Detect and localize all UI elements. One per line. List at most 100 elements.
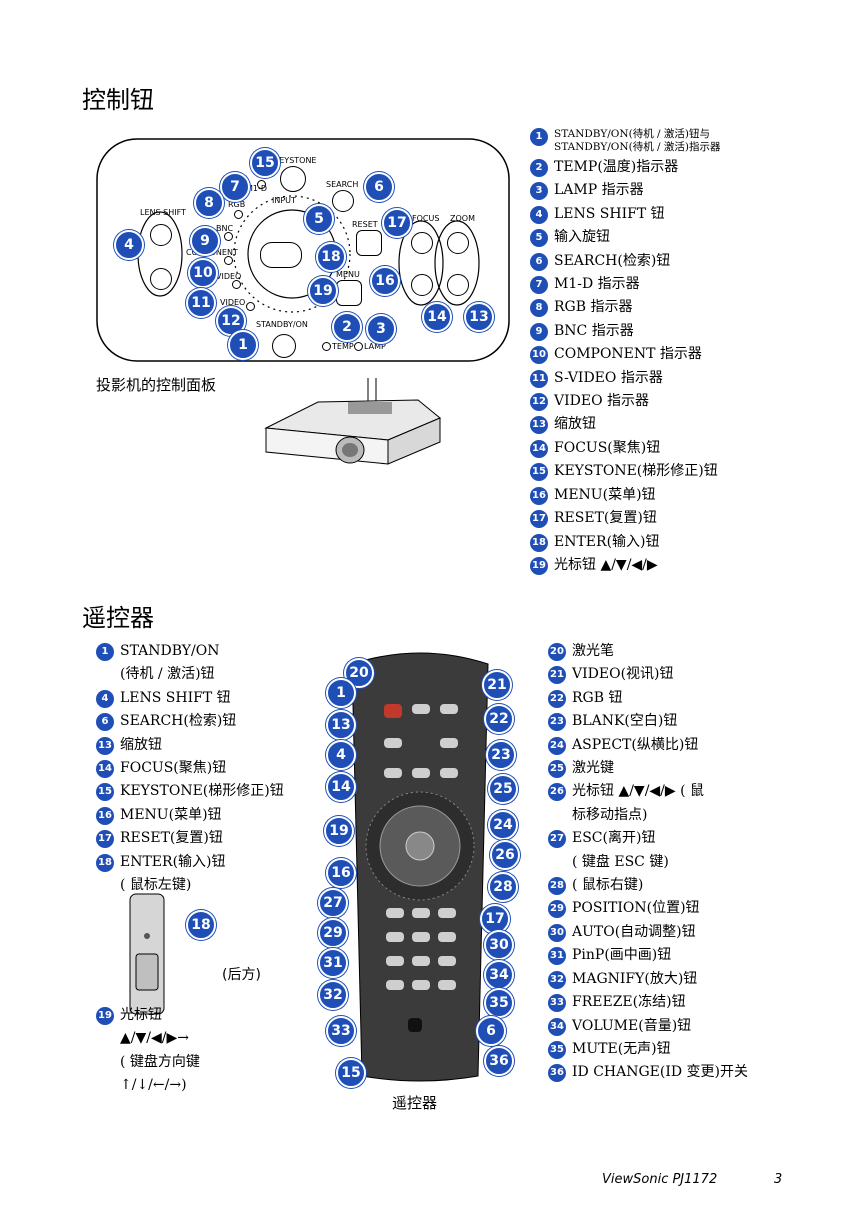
callout-r19: 19 xyxy=(324,816,354,846)
callout-r33: 33 xyxy=(326,1016,356,1046)
legend1-num: 10 xyxy=(530,346,548,365)
reset-button[interactable] xyxy=(356,230,382,256)
legend2-text: SEARCH(检索)钮 xyxy=(120,713,237,730)
label-lens-shift: LENS SHIFT xyxy=(140,208,186,217)
legend2-num: 18 xyxy=(96,853,114,872)
legend1-text: TEMP(温度)指示器 xyxy=(554,159,679,175)
footer-page-number: 3 xyxy=(774,1172,783,1187)
focus-plus-button[interactable] xyxy=(411,232,433,254)
callout-11: 11 xyxy=(186,288,216,318)
remote-lens-shift-button[interactable] xyxy=(384,738,402,748)
legend3-num: 23 xyxy=(548,713,566,732)
callout-r15: 15 xyxy=(336,1058,366,1088)
standby-button[interactable] xyxy=(272,334,296,358)
legend3-num: 28 xyxy=(548,877,566,896)
legend1-text: 输入旋钮 xyxy=(554,229,610,246)
legend3-num: 21 xyxy=(548,666,566,685)
remote-magnify-button[interactable] xyxy=(386,980,404,990)
legend1-item-1: 1 STANDBY/ON(待机 / 激活)钮与 STANDBY/ON(待机 / … xyxy=(530,128,830,156)
remote-right-click-button[interactable] xyxy=(438,908,456,918)
remote-standby-button[interactable] xyxy=(384,704,402,718)
legend2-text-2: (待机 / 激活)钮 xyxy=(120,666,215,683)
remote-blank-button[interactable] xyxy=(440,768,458,778)
legend3-text: 光标钮 ▲/▼/◀/▶ ( 鼠 xyxy=(572,783,705,800)
callout-5: 5 xyxy=(304,204,334,234)
focus-minus-button[interactable] xyxy=(411,274,433,296)
video-indicator xyxy=(246,302,255,311)
lamp-indicator xyxy=(354,342,363,351)
lens-shift-up-button[interactable] xyxy=(150,224,172,246)
remote-esc-button[interactable] xyxy=(386,908,404,918)
label-input: INPUT xyxy=(272,196,296,205)
legend3-text: MAGNIFY(放大)钮 xyxy=(572,970,698,987)
callout-19: 19 xyxy=(308,276,338,306)
legend2-text-2: ( 鼠标左键) xyxy=(120,877,192,894)
remote-focus-button[interactable] xyxy=(384,768,402,778)
legend3-num: 29 xyxy=(548,900,566,919)
legend2-text: 缩放钮 xyxy=(120,736,162,753)
callout-13: 13 xyxy=(464,302,494,332)
legend3-num: 25 xyxy=(548,760,566,779)
remote-video-button[interactable] xyxy=(412,704,430,714)
lens-shift-down-button[interactable] xyxy=(150,268,172,290)
zoom-plus-button[interactable] xyxy=(447,232,469,254)
callout-10: 10 xyxy=(188,258,218,288)
legend-cursor: 19 光标钮 ▲/▼/◀/▶→ ( 键盘方向键 ↑/↓/←/→) xyxy=(96,1004,296,1098)
remote-menu-button[interactable] xyxy=(412,908,430,918)
remote-aspect-button[interactable] xyxy=(412,768,430,778)
legend1-num: 4 xyxy=(530,205,548,224)
legend1-text: COMPONENT 指示器 xyxy=(554,346,702,363)
zoom-minus-button[interactable] xyxy=(447,274,469,296)
legend2-item-13: 13 缩放钮 xyxy=(96,734,316,757)
legend2-item-18: 18 ENTER(输入)钮 ( 鼠标左键) xyxy=(96,851,316,898)
search-button[interactable] xyxy=(332,190,354,212)
projector-illustration xyxy=(264,378,441,465)
legend2-text: MENU(菜单)钮 xyxy=(120,806,222,823)
legend3-num: 31 xyxy=(548,947,566,966)
legend3-item-27: 27 ESC(离开)钮 ( 键盘 ESC 键) xyxy=(548,827,798,874)
remote-pinp-button[interactable] xyxy=(386,956,404,966)
callout-6: 6 xyxy=(364,172,394,202)
callout-r26: 26 xyxy=(490,840,520,870)
remote-keystone-button[interactable] xyxy=(412,956,430,966)
label-m1d: M1-D xyxy=(246,184,268,193)
remote-id-change-switch[interactable] xyxy=(408,1018,422,1032)
label-zoom: ZOOM xyxy=(450,214,475,223)
legend1-text: RESET(复置)钮 xyxy=(554,510,657,527)
remote-reset-button[interactable] xyxy=(412,932,430,942)
legend2-text: STANDBY/ON xyxy=(120,643,220,659)
legend3-num: 24 xyxy=(548,736,566,755)
remote-freeze-button[interactable] xyxy=(412,980,430,990)
remote-zoom-button[interactable] xyxy=(440,738,458,748)
menu-button[interactable] xyxy=(336,280,362,306)
enter-button[interactable] xyxy=(260,242,302,268)
remote-position-button[interactable] xyxy=(386,932,404,942)
legend3-num: 32 xyxy=(548,970,566,989)
keystone-button[interactable] xyxy=(280,166,306,192)
legend2-num: 13 xyxy=(96,736,114,755)
remote-mute-button[interactable] xyxy=(438,980,456,990)
legend2-text: FOCUS(聚焦)钮 xyxy=(120,760,227,777)
remote-volume-button[interactable] xyxy=(438,956,456,966)
remote-rgb-button[interactable] xyxy=(440,704,458,714)
legend1-num: 14 xyxy=(530,439,548,458)
callout-r28: 28 xyxy=(488,872,518,902)
legend3-text: MUTE(无声)钮 xyxy=(572,1040,671,1057)
legend3-num: 34 xyxy=(548,1017,566,1036)
remote-auto-button[interactable] xyxy=(438,932,456,942)
legend3-num: 33 xyxy=(548,994,566,1013)
legend1-text: M1-D 指示器 xyxy=(554,276,640,293)
legend3-text: FREEZE(冻结)钮 xyxy=(572,994,686,1011)
